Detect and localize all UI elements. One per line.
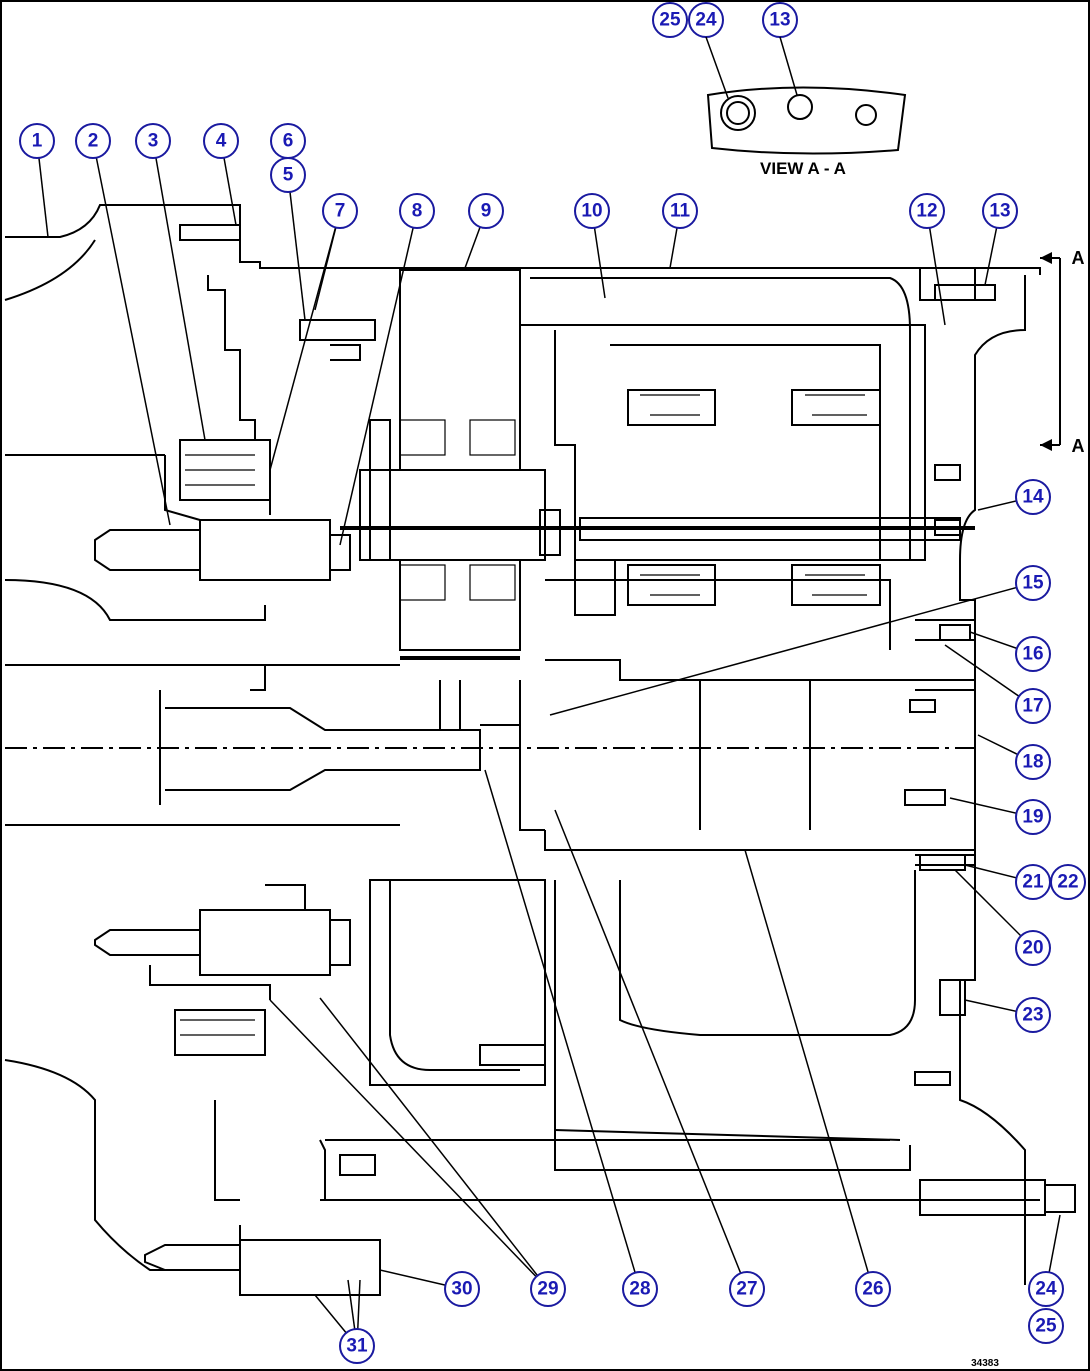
callout-11: 11 — [662, 193, 698, 229]
callout-12: 12 — [909, 193, 945, 229]
view-leaders — [705, 36, 798, 99]
callout-22: 22 — [1050, 864, 1086, 900]
callout-23: 23 — [1015, 997, 1051, 1033]
svg-text:24: 24 — [1035, 1279, 1057, 1300]
svg-text:2: 2 — [88, 131, 99, 152]
svg-text:1: 1 — [32, 131, 43, 152]
callout-2: 2 — [75, 123, 111, 159]
callout-21: 21 — [1015, 864, 1051, 900]
callout-25: 25 — [1028, 1308, 1064, 1344]
svg-text:30: 30 — [451, 1279, 472, 1300]
callout-9: 9 — [468, 193, 504, 229]
callout-20: 20 — [1015, 930, 1051, 966]
callout-17: 17 — [1015, 688, 1051, 724]
svg-text:14: 14 — [1022, 487, 1044, 508]
svg-text:6: 6 — [283, 131, 294, 152]
svg-text:11: 11 — [670, 201, 691, 222]
svg-text:5: 5 — [283, 165, 294, 186]
svg-text:12: 12 — [916, 201, 937, 222]
callout-16: 16 — [1015, 636, 1051, 672]
svg-text:22: 22 — [1057, 872, 1078, 893]
svg-text:9: 9 — [481, 201, 492, 222]
svg-text:4: 4 — [216, 131, 227, 152]
callout-14: 14 — [1015, 479, 1051, 515]
svg-text:18: 18 — [1022, 752, 1043, 773]
main-shaft — [5, 659, 975, 851]
view-a-a-detail: VIEW A - A — [706, 86, 907, 178]
svg-text:27: 27 — [736, 1279, 757, 1300]
callout-10: 10 — [574, 193, 610, 229]
svg-text:25: 25 — [1035, 1316, 1057, 1337]
view-a-a-label: VIEW A - A — [760, 159, 846, 178]
callout-5: 5 — [270, 157, 306, 193]
section-letter-bottom: A — [1072, 436, 1085, 456]
callout-24: 24 — [1028, 1271, 1064, 1307]
callout-6: 6 — [270, 123, 306, 159]
svg-text:10: 10 — [581, 201, 602, 222]
callout-31: 31 — [339, 1328, 375, 1364]
top-bolts — [179, 224, 561, 556]
svg-text:7: 7 — [335, 201, 346, 222]
callout-29: 29 — [530, 1271, 566, 1307]
upper-planet-assembly — [340, 269, 975, 660]
callout-28: 28 — [622, 1271, 658, 1307]
svg-text:8: 8 — [412, 201, 423, 222]
upper-left-bearing — [5, 419, 391, 581]
svg-text:20: 20 — [1022, 938, 1043, 959]
svg-text:13: 13 — [989, 201, 1010, 222]
svg-text:19: 19 — [1022, 807, 1043, 828]
callout-4: 4 — [203, 123, 239, 159]
svg-text:24: 24 — [695, 10, 717, 31]
callouts: 1 2 3 4 5 6 7 8 9 10 11 12 13 14 15 16 1… — [19, 2, 1086, 1364]
view-callout-25: 25 — [652, 2, 688, 38]
svg-text:17: 17 — [1022, 696, 1043, 717]
svg-text:21: 21 — [1022, 872, 1044, 893]
callout-8: 8 — [399, 193, 435, 229]
callout-7: 7 — [322, 193, 358, 229]
callout-3: 3 — [135, 123, 171, 159]
svg-text:23: 23 — [1022, 1005, 1043, 1026]
callout-1: 1 — [19, 123, 55, 159]
svg-text:15: 15 — [1022, 573, 1044, 594]
svg-text:25: 25 — [659, 10, 681, 31]
svg-text:16: 16 — [1022, 644, 1043, 665]
right-cover — [904, 268, 1076, 1216]
callout-18: 18 — [1015, 744, 1051, 780]
section-marker: A A — [1040, 248, 1085, 456]
callout-15: 15 — [1015, 565, 1051, 601]
svg-text:31: 31 — [346, 1336, 368, 1357]
callout-13: 13 — [982, 193, 1018, 229]
leader-lines — [36, 140, 1061, 1347]
callout-30: 30 — [444, 1271, 480, 1307]
drawing-number: 34383 — [971, 1358, 999, 1369]
callout-19: 19 — [1015, 799, 1051, 835]
svg-text:28: 28 — [629, 1279, 650, 1300]
view-callout-24: 24 — [688, 2, 724, 38]
callout-27: 27 — [729, 1271, 765, 1307]
lower-assembly — [94, 870, 916, 1296]
svg-text:29: 29 — [537, 1279, 558, 1300]
callout-26: 26 — [855, 1271, 891, 1307]
section-letter-top: A — [1072, 248, 1085, 268]
svg-text:13: 13 — [769, 10, 790, 31]
svg-text:3: 3 — [148, 131, 159, 152]
svg-text:26: 26 — [862, 1279, 883, 1300]
view-callout-13: 13 — [762, 2, 798, 38]
